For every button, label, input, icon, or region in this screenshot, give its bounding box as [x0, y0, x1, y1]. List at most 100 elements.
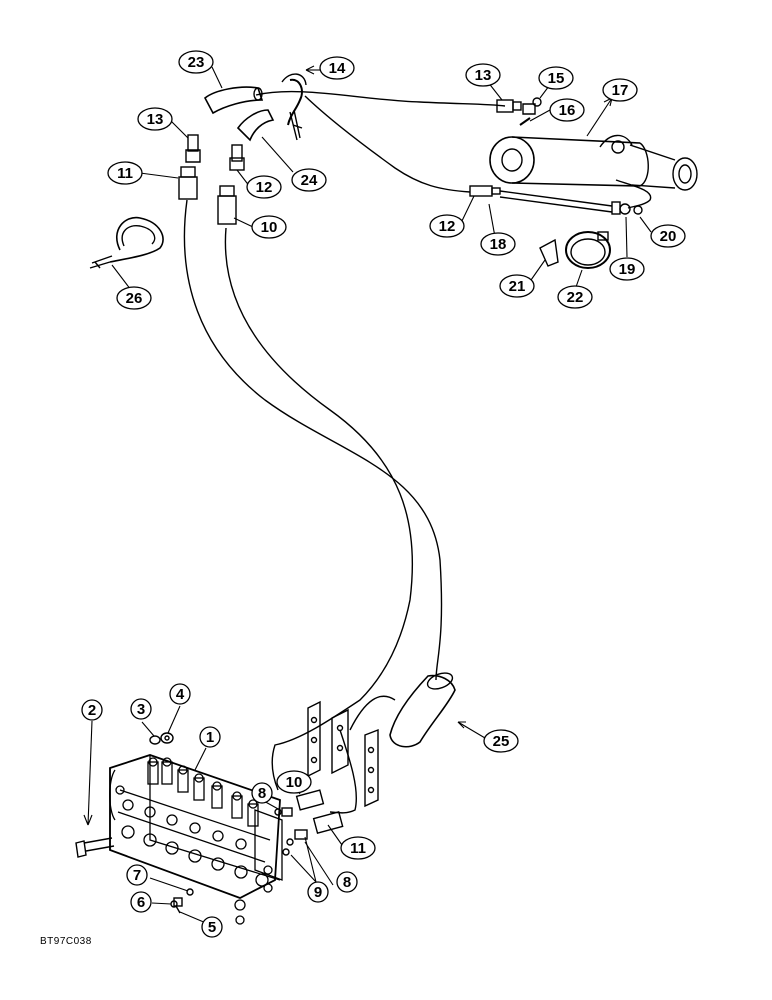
bolt-2	[75, 837, 115, 858]
callout-4: 4	[169, 683, 191, 705]
callout-23-label: 23	[188, 54, 205, 71]
hose-left-inner	[224, 227, 414, 791]
callout-25: 25	[483, 729, 519, 753]
callout-21-label: 21	[509, 278, 526, 295]
callout-18-label: 18	[490, 236, 507, 253]
callout-8-lower-label: 8	[343, 874, 351, 891]
tie-strap-14	[281, 73, 307, 141]
callout-12-left-label: 12	[256, 179, 273, 196]
callout-17: 17	[602, 78, 638, 102]
nut-4	[160, 732, 174, 744]
callout-17-label: 17	[612, 82, 629, 99]
sleeve-25	[389, 674, 456, 748]
callout-5: 5	[201, 916, 223, 938]
hose-left-outer	[183, 199, 443, 681]
callout-3-label: 3	[137, 701, 145, 718]
callout-25-label: 25	[493, 733, 510, 750]
callout-24: 24	[291, 168, 327, 192]
fitting-10-lower	[295, 789, 325, 811]
fitting-10-left	[217, 185, 237, 225]
callout-15-label: 15	[548, 70, 565, 87]
callout-24-label: 24	[301, 172, 318, 189]
callout-10-top: 10	[251, 215, 287, 239]
plug-5	[173, 897, 183, 914]
callout-13-right-label: 13	[475, 67, 492, 84]
callout-2-label: 2	[88, 702, 96, 719]
callout-19: 19	[609, 257, 645, 281]
cylinder-17	[489, 134, 698, 191]
callout-8-upper: 8	[251, 782, 273, 804]
callout-6-label: 6	[137, 894, 145, 911]
callout-13-left-label: 13	[147, 111, 164, 128]
bracket-plates	[307, 700, 379, 808]
fitting-9	[282, 829, 308, 856]
callout-11-top: 11	[107, 161, 143, 185]
callout-16: 16	[549, 98, 585, 122]
fitting-11-left	[178, 166, 198, 200]
callout-3: 3	[130, 698, 152, 720]
callout-18: 18	[480, 232, 516, 256]
fitting-12-left	[229, 144, 245, 171]
callout-1: 1	[199, 726, 221, 748]
control-valve-1	[109, 754, 283, 925]
fitting-12-right	[469, 185, 501, 197]
callout-26-label: 26	[126, 290, 143, 307]
callout-15: 15	[538, 66, 574, 90]
hose-upper-mid	[304, 95, 471, 193]
callout-20: 20	[650, 224, 686, 248]
callout-20-label: 20	[660, 228, 677, 245]
sleeve-23	[203, 86, 264, 115]
callout-6: 6	[130, 891, 152, 913]
callout-22-label: 22	[567, 289, 584, 306]
fitting-13-right	[496, 99, 522, 113]
callout-21: 21	[499, 274, 535, 298]
oring-16	[519, 117, 531, 126]
callout-12-left: 12	[246, 175, 282, 199]
callout-7-label: 7	[133, 867, 141, 884]
callout-8-upper-label: 8	[258, 785, 266, 802]
sleeve-24	[236, 109, 275, 142]
fitting-19	[611, 201, 631, 215]
sleeve-25-mouth	[426, 672, 454, 690]
fitting-11-lower	[312, 811, 344, 834]
callout-14-label: 14	[329, 60, 346, 77]
callout-11-lower: 11	[340, 836, 376, 860]
sleeve-23-end	[253, 87, 263, 101]
callout-10-lower: 10	[276, 770, 312, 794]
tube-18	[499, 190, 613, 213]
callout-26: 26	[116, 286, 152, 310]
callout-9: 9	[307, 881, 329, 903]
callout-12-right: 12	[429, 214, 465, 238]
callout-14: 14	[319, 56, 355, 80]
callout-5-label: 5	[208, 919, 216, 936]
callout-1-label: 1	[206, 729, 214, 746]
callout-7: 7	[126, 864, 148, 886]
callouts: 23 14 13 15 17 16 13 11 12 24 10 12 18 2…	[81, 50, 686, 938]
strap-26	[89, 216, 164, 269]
oring-20	[633, 205, 643, 215]
fitting-13-left	[185, 134, 201, 163]
hose-lower-loop	[349, 695, 396, 731]
callout-11-lower-label: 11	[350, 840, 366, 857]
hose-upper-right	[255, 90, 506, 107]
callout-16-label: 16	[559, 102, 576, 119]
callout-13-left: 13	[137, 107, 173, 131]
leader-lines	[83, 65, 652, 924]
callout-9-label: 9	[314, 884, 322, 901]
callout-13-right: 13	[465, 63, 501, 87]
clamp-22	[565, 231, 611, 269]
hose-lines	[183, 90, 652, 814]
hose-right-curl	[615, 179, 652, 209]
figure-id: BT97C038	[40, 936, 92, 947]
callout-10-top-label: 10	[261, 219, 278, 236]
callout-19-label: 19	[619, 261, 636, 278]
elbow-15	[522, 97, 542, 115]
callout-8-lower: 8	[336, 871, 358, 893]
washer-3	[149, 735, 161, 745]
callout-11-top-label: 11	[117, 165, 133, 182]
callout-12-right-label: 12	[439, 218, 456, 235]
callout-4-label: 4	[176, 686, 185, 703]
callout-2: 2	[81, 699, 103, 721]
oring-7	[186, 888, 194, 896]
